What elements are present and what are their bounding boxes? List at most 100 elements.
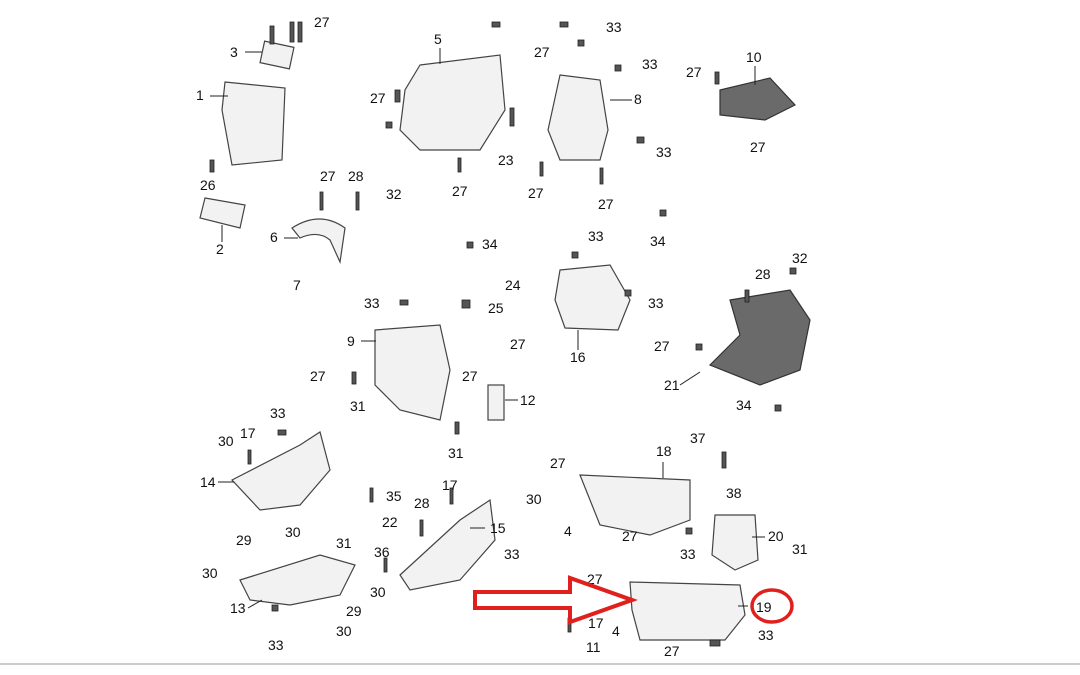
callout-34b: 34 <box>650 233 666 249</box>
fastener-glyphs <box>209 21 797 647</box>
callout-18: 18 <box>656 443 672 459</box>
callout-21: 21 <box>664 377 680 393</box>
callout-13: 13 <box>230 600 246 616</box>
callout-7: 7 <box>293 277 301 293</box>
callout-33f: 33 <box>364 295 380 311</box>
callout-23: 23 <box>498 152 514 168</box>
callout-33g: 33 <box>270 405 286 421</box>
callout-11: 11 <box>586 639 601 655</box>
callout-33j: 33 <box>268 637 284 653</box>
callout-34a: 34 <box>482 236 498 252</box>
callout-2: 2 <box>216 241 224 257</box>
callout-26: 26 <box>200 177 216 193</box>
callout-28a: 28 <box>348 168 364 184</box>
callout-33b: 33 <box>642 56 658 72</box>
callout-22: 22 <box>382 514 398 530</box>
part-1-shape <box>221 81 286 166</box>
part-18-shape <box>579 474 691 536</box>
callout-12: 12 <box>520 392 536 408</box>
callout-31d: 31 <box>792 541 808 557</box>
callout-30a: 30 <box>218 433 234 449</box>
callout-33i: 33 <box>680 546 696 562</box>
part-8-shape <box>547 74 609 161</box>
callout-35: 35 <box>386 488 402 504</box>
callout-36: 36 <box>374 544 390 560</box>
callout-4: 4 <box>564 523 572 539</box>
callout-5: 5 <box>434 31 442 47</box>
red-circle-19 <box>750 588 794 624</box>
part-12-shape <box>487 384 505 421</box>
part-16-shape <box>554 264 631 331</box>
callout-17b: 17 <box>442 477 458 493</box>
callout-19: 19 <box>756 599 772 615</box>
callout-33e: 33 <box>648 295 664 311</box>
callout-31b: 31 <box>448 445 464 461</box>
callout-27h: 27 <box>598 196 614 212</box>
callout-29b: 29 <box>346 603 362 619</box>
callout-27a: 27 <box>314 14 330 30</box>
callout-27e: 27 <box>320 168 336 184</box>
callout-30d: 30 <box>202 565 218 581</box>
callout-27c: 27 <box>370 90 386 106</box>
callout-33c: 33 <box>656 144 672 160</box>
callout-28b: 28 <box>755 266 771 282</box>
part-20-shape <box>711 514 759 571</box>
callout-8: 8 <box>634 91 642 107</box>
callout-3: 3 <box>230 44 238 60</box>
callout-33a: 33 <box>606 19 622 35</box>
callout-27j: 27 <box>510 336 526 352</box>
red-highlight-arrow <box>473 575 638 625</box>
callout-33h: 33 <box>504 546 520 562</box>
callout-14: 14 <box>200 474 216 490</box>
callout-30c: 30 <box>285 524 301 540</box>
part-3-shape <box>259 40 295 70</box>
callout-24: 24 <box>505 277 521 293</box>
callout-33k: 33 <box>758 627 774 643</box>
callout-1: 1 <box>196 87 204 103</box>
part-13-shape <box>239 554 356 606</box>
callout-27q: 27 <box>664 643 680 659</box>
callout-4b: 4 <box>612 623 620 639</box>
part-6-shape <box>291 218 346 265</box>
part-9-shape <box>374 324 451 421</box>
callout-17: 17 <box>240 425 256 441</box>
callout-38: 38 <box>726 485 742 501</box>
callout-6: 6 <box>270 229 278 245</box>
callout-37: 37 <box>690 430 706 446</box>
callout-20: 20 <box>768 528 784 544</box>
callout-27n: 27 <box>550 455 566 471</box>
callout-27g: 27 <box>528 185 544 201</box>
callout-31a: 31 <box>350 398 366 414</box>
callout-27b: 27 <box>534 44 550 60</box>
callout-16: 16 <box>570 349 586 365</box>
callout-27f: 27 <box>452 183 468 199</box>
part-21-shape <box>708 289 811 386</box>
callout-33d: 33 <box>588 228 604 244</box>
callout-32b: 32 <box>792 250 808 266</box>
callout-17c: 17 <box>588 615 604 631</box>
callout-27p: 27 <box>587 571 603 587</box>
callout-27k: 27 <box>654 338 670 354</box>
callout-27m: 27 <box>462 368 478 384</box>
callout-10: 10 <box>746 49 762 65</box>
part-19-shape <box>629 581 746 641</box>
part-2-shape <box>199 197 246 229</box>
callout-32a: 32 <box>386 186 402 202</box>
callout-28c: 28 <box>414 495 430 511</box>
leader-lines <box>210 48 765 609</box>
callout-27o: 27 <box>622 528 638 544</box>
callout-27d: 27 <box>686 64 702 80</box>
part-5-shape <box>399 54 506 151</box>
part-10-shape <box>719 77 796 121</box>
callout-labels: 1 2 3 4 4 5 6 7 8 9 10 11 12 13 14 15 16… <box>196 14 808 659</box>
callout-34c: 34 <box>736 397 752 413</box>
callout-31c: 31 <box>336 535 352 551</box>
callout-30b: 30 <box>526 491 542 507</box>
callout-29a: 29 <box>236 532 252 548</box>
callout-30e: 30 <box>370 584 386 600</box>
callout-27i: 27 <box>750 139 766 155</box>
callout-25: 25 <box>488 300 504 316</box>
part-shapes <box>199 40 811 641</box>
callout-30f: 30 <box>336 623 352 639</box>
